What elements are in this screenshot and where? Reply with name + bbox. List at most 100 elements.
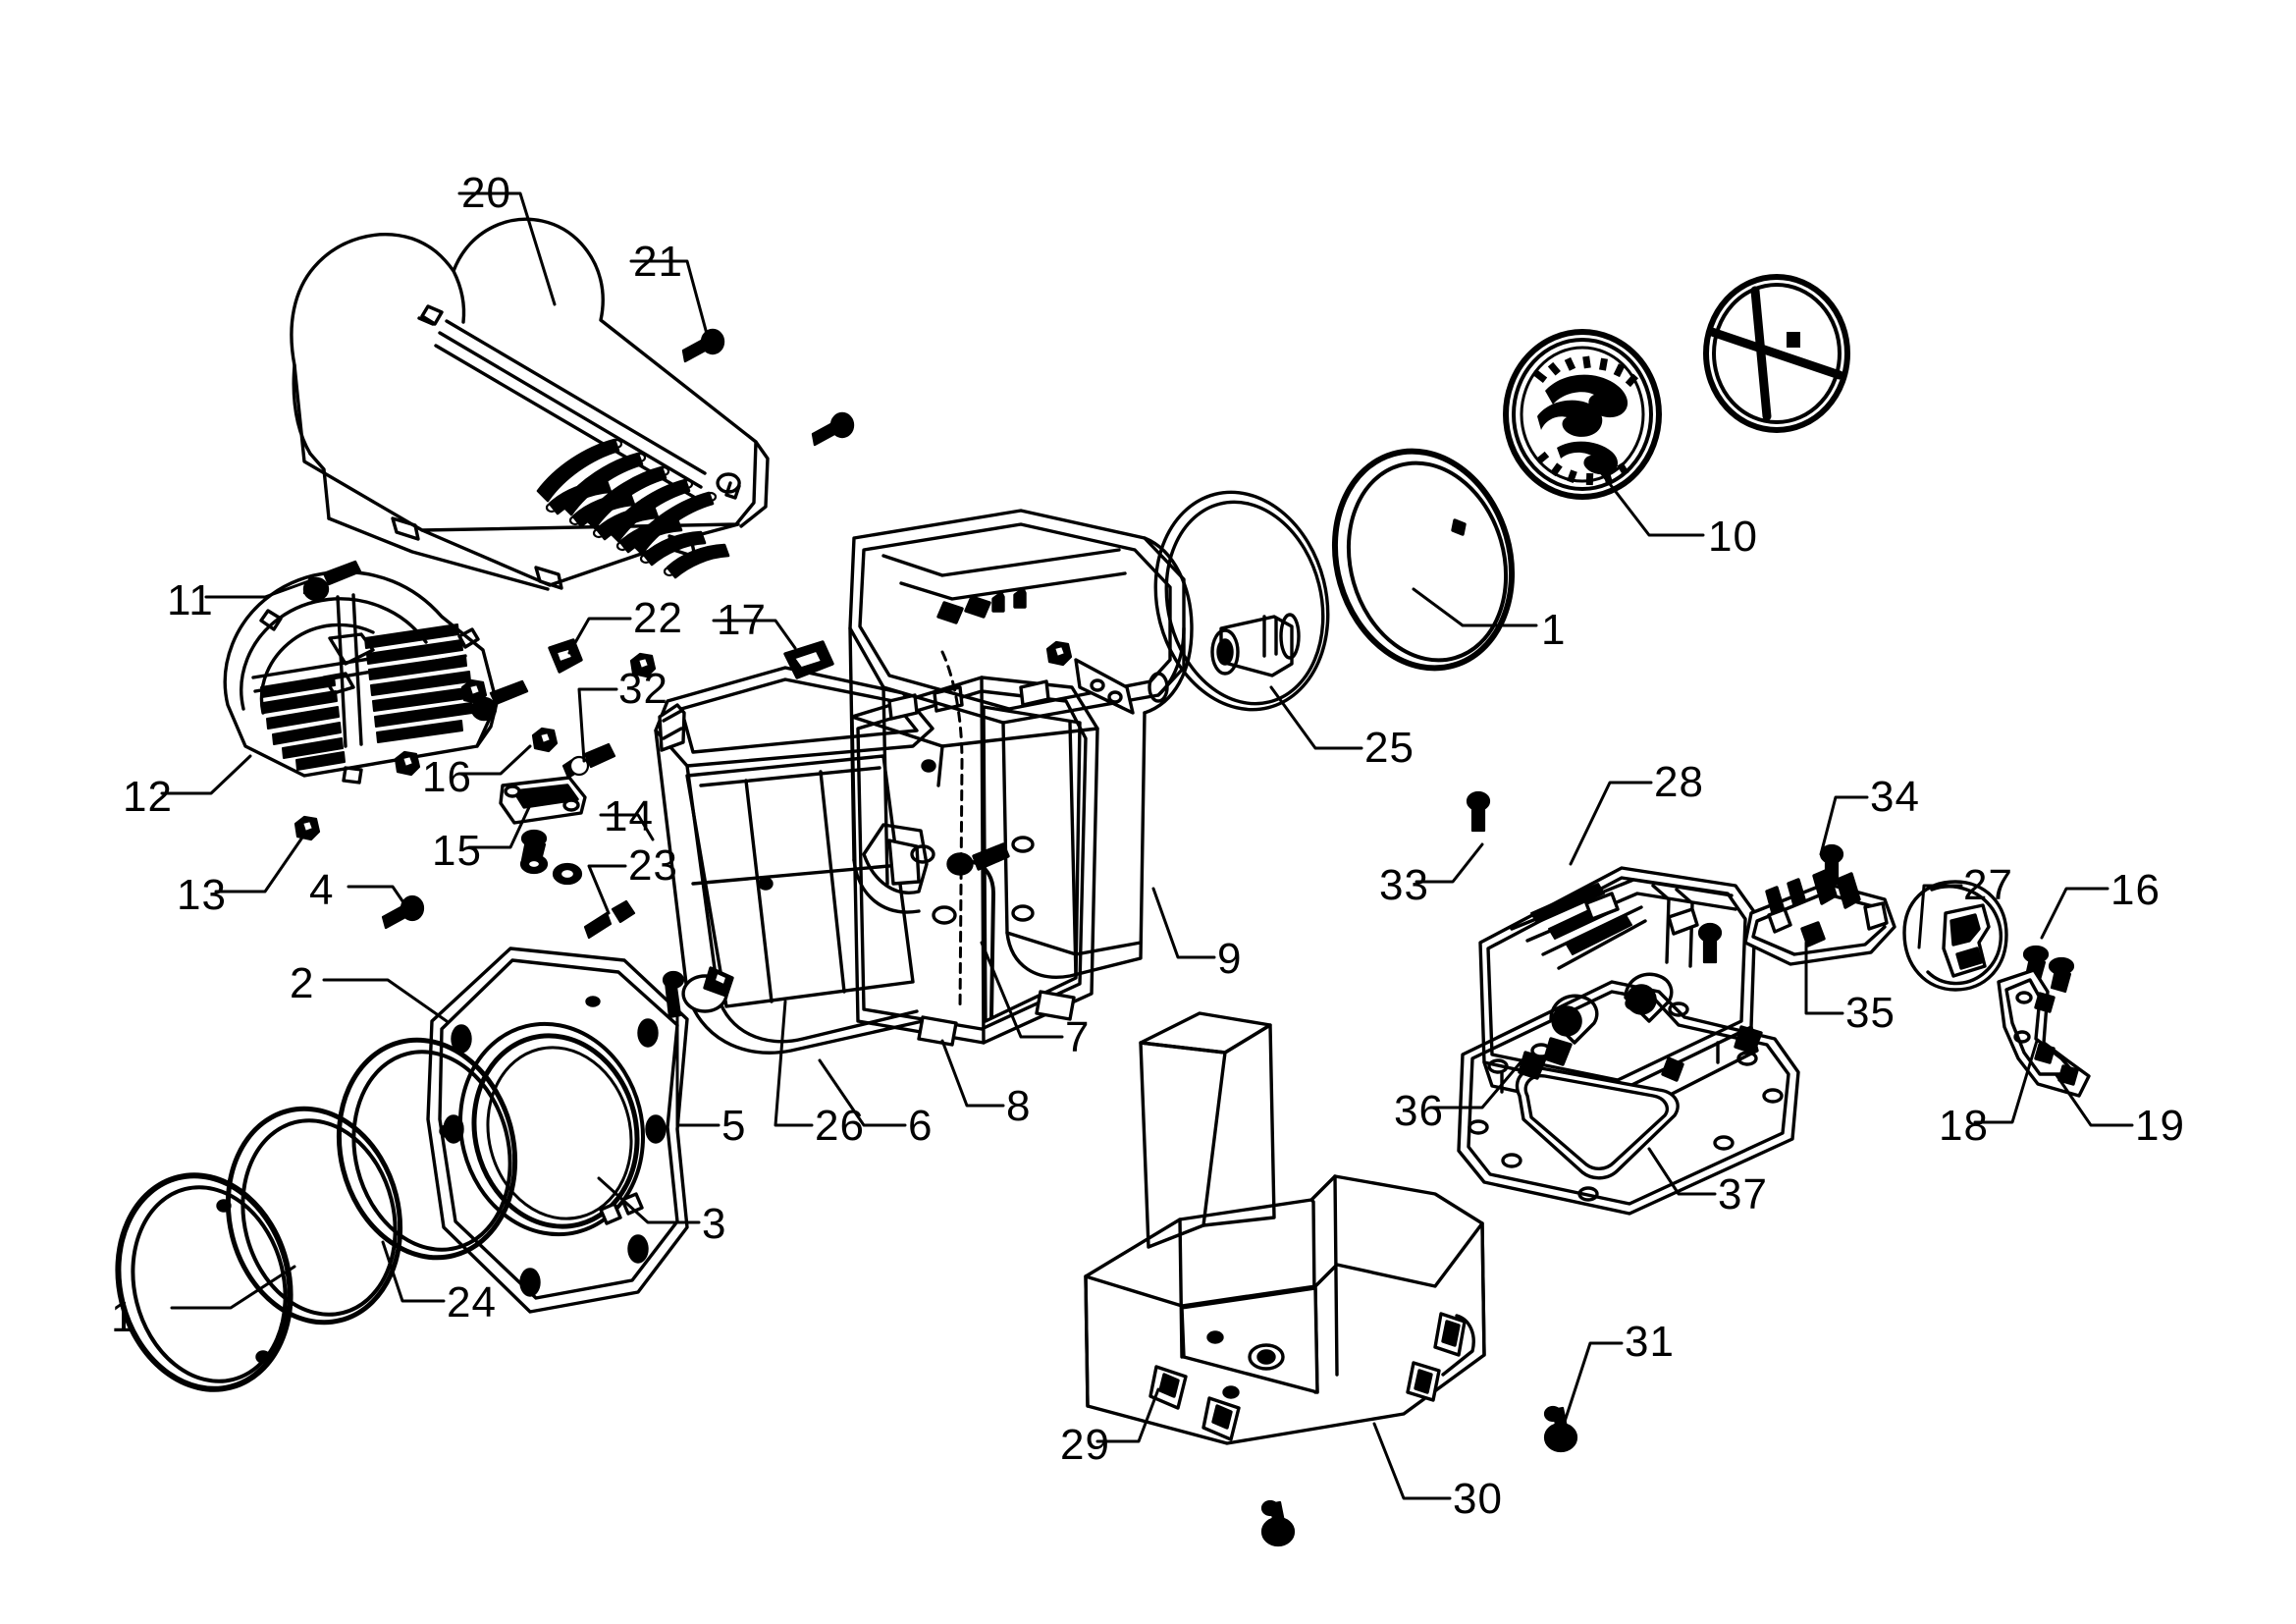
part-grille-mount-stud [302, 560, 362, 602]
callout-number-10: 10 [1708, 513, 1758, 561]
part-seal-ring-inner [225, 1106, 403, 1326]
callout-number-9: 9 [1217, 935, 1243, 983]
callout-number-5: 5 [721, 1102, 747, 1150]
callout-number-8: 8 [1006, 1082, 1032, 1130]
callout-number-27: 27 [1963, 861, 2013, 909]
leader-line-18 [1973, 1039, 2039, 1124]
callout-number-32: 32 [618, 665, 668, 713]
leader-line-1 [170, 1265, 296, 1310]
callout-number-4: 4 [309, 866, 335, 914]
leader-line-37 [1647, 1147, 1717, 1196]
leader-line-28 [1569, 781, 1653, 866]
leader-line-27 [1917, 884, 1963, 949]
part-seal-ring-medium [336, 1037, 518, 1261]
leader-line-20 [457, 191, 557, 306]
callout-number-14: 14 [604, 792, 654, 840]
callout-number-19: 19 [2135, 1102, 2185, 1150]
leader-line-35 [1804, 941, 1844, 1015]
callout-number-1: 1 [1541, 606, 1567, 654]
part-engine-hood-cover [290, 217, 770, 591]
leader-line-22 [567, 617, 632, 655]
callout-number-24: 24 [447, 1278, 497, 1326]
part-nut-washer-set [519, 829, 583, 886]
leader-line-16 [457, 744, 532, 776]
leader-line-15 [467, 803, 532, 849]
part-battery-tray-box [1084, 1011, 1486, 1445]
callout-number-17: 17 [717, 596, 767, 644]
leader-line-1 [1412, 587, 1538, 627]
part-seal-ring-right [1331, 448, 1516, 672]
leader-line-13 [214, 833, 306, 893]
callout-number-23: 23 [628, 841, 678, 890]
part-bolt-short [381, 894, 425, 930]
part-panel-fastener-clips [394, 640, 1073, 777]
callout-number-33: 33 [1379, 861, 1429, 909]
callout-number-26: 26 [815, 1102, 865, 1150]
leader-line-34 [1819, 795, 1869, 856]
leader-line-6 [818, 1058, 907, 1127]
part-main-housing-body [848, 509, 1194, 979]
part-relay-block [1743, 868, 1896, 966]
part-shaft-bushing-assembly [1210, 613, 1301, 677]
housing-wire [940, 650, 964, 1011]
leader-line-3 [597, 1176, 701, 1224]
oring-behind-bushing [1153, 490, 1330, 712]
part-module-bolt [1466, 790, 1491, 833]
part-mount-bracket-arm [1518, 1025, 1763, 1082]
part-brand-emblem-badge [1503, 329, 1662, 500]
leader-line-9 [1151, 887, 1216, 959]
callout-number-34: 34 [1870, 773, 1920, 821]
callout-number-20: 20 [461, 169, 511, 217]
callout-number-18: 18 [1939, 1102, 1989, 1150]
part-front-grille-panel [223, 569, 499, 785]
part-horn-speaker [1902, 880, 2008, 992]
callout-number-13: 13 [177, 871, 227, 919]
leader-line-2 [322, 978, 449, 1023]
leader-line-12 [160, 754, 252, 795]
part-horn-bracket [1997, 968, 2091, 1098]
callout-number-35: 35 [1845, 989, 1896, 1037]
part-controller-base-plate [1457, 980, 1800, 1216]
callout-leader-lines [160, 191, 2134, 1500]
leader-line-33 [1415, 842, 1484, 884]
callout-number-28: 28 [1654, 758, 1704, 806]
leader-line-25 [1269, 685, 1363, 750]
leader-line-21 [629, 259, 709, 336]
leader-line-30 [1372, 1422, 1452, 1500]
callout-number-15: 15 [432, 827, 482, 875]
leader-line-19 [2055, 1073, 2134, 1127]
tray-bolt-bottom [1260, 1499, 1296, 1547]
leader-line-26 [774, 1000, 814, 1127]
leader-line-17 [712, 619, 797, 650]
callout-number-12: 12 [123, 773, 173, 821]
callout-number-1: 1 [111, 1293, 136, 1341]
callout-number-6: 6 [908, 1102, 934, 1150]
hood-vent-louvers [536, 438, 730, 579]
leader-line-24 [381, 1240, 446, 1303]
leader-line-5 [675, 1009, 721, 1127]
leader-line-31 [1559, 1341, 1624, 1435]
callout-number-21: 21 [633, 238, 683, 286]
callout-number-16: 16 [422, 753, 472, 801]
leader-line-4 [347, 885, 409, 910]
leader-line-29 [1095, 1387, 1160, 1443]
callout-number-7: 7 [1065, 1013, 1091, 1061]
part-support-frame-bracket [654, 666, 934, 1055]
callout-number-16: 16 [2110, 866, 2161, 914]
leader-line-11 [204, 577, 316, 599]
callout-number-11: 11 [167, 576, 214, 624]
leader-line-7 [980, 941, 1064, 1039]
leader-line-32 [577, 687, 618, 763]
part-fan-guard-disc [1703, 274, 1850, 433]
leader-line-16 [2040, 887, 2109, 940]
callout-number-31: 31 [1625, 1318, 1675, 1366]
callout-number-37: 37 [1718, 1170, 1768, 1218]
callout-number-30: 30 [1453, 1475, 1503, 1523]
part-seal-ring-outer [115, 1172, 294, 1392]
part-hex-bolt [583, 899, 636, 940]
callout-number-2: 2 [290, 959, 315, 1007]
leader-line-36 [1429, 1054, 1528, 1110]
callout-number-25: 25 [1364, 724, 1415, 772]
